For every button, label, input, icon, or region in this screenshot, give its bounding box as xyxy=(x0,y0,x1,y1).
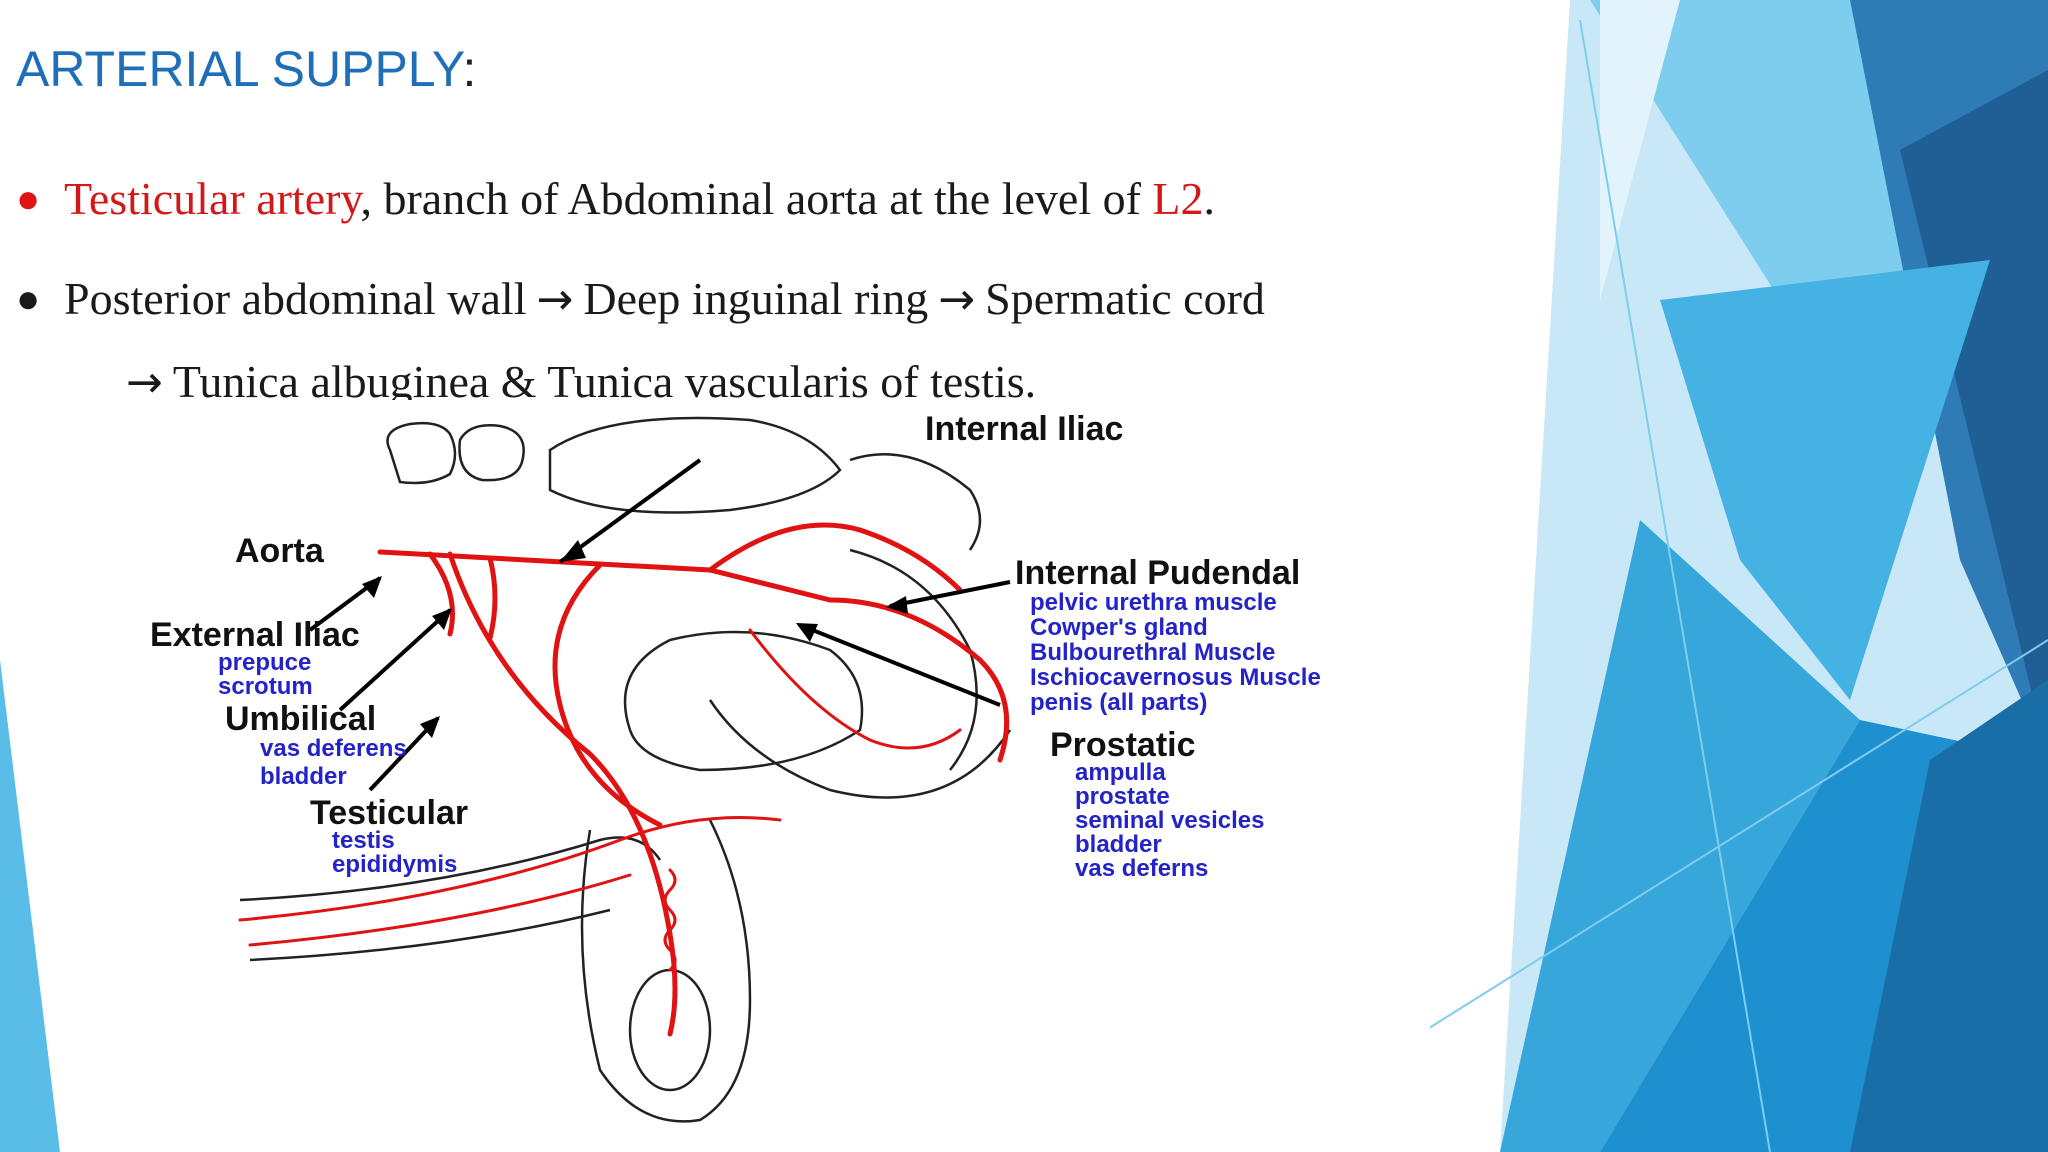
arrowhead xyxy=(796,623,818,642)
bullet-list: ● Testicular artery, branch of Abdominal… xyxy=(16,158,1456,442)
label-external-iliac: External Iliac xyxy=(150,616,360,654)
label-aorta: Aorta xyxy=(235,532,325,570)
path-step: Deep inguinal ring xyxy=(583,273,929,324)
vertebra xyxy=(458,424,525,482)
bullet-dot: ● xyxy=(16,176,41,221)
label-pudendal-sub: pelvic urethra muscle xyxy=(1030,589,1277,616)
path-step: Posterior abdominal wall xyxy=(64,273,527,324)
arterial-supply-diagram: Internal Iliac Aorta Internal Pudendal p… xyxy=(150,400,1430,1140)
label-prostatic-sub: bladder xyxy=(1075,831,1162,858)
penile-artery xyxy=(238,816,782,922)
label-prostatic-sub: ampulla xyxy=(1075,759,1166,786)
label-external-iliac-sub: prepuce xyxy=(218,649,311,676)
slide-title: ARTERIAL SUPPLY: xyxy=(16,41,477,97)
right-arrow-icon: → xyxy=(938,274,976,325)
level-term: L2 xyxy=(1152,173,1204,224)
label-pudendal-sub: penis (all parts) xyxy=(1030,689,1207,716)
diagram-labels: Internal Iliac Aorta Internal Pudendal p… xyxy=(150,410,1321,882)
right-arrow-icon: → xyxy=(126,357,163,408)
urethra xyxy=(708,699,1012,799)
internal-iliac-vessel xyxy=(707,522,963,593)
label-testicular-sub: epididymis xyxy=(332,851,457,878)
arrowhead xyxy=(362,576,382,598)
label-pudendal-sub: Cowper's gland xyxy=(1030,614,1208,641)
label-umbilical-sub: vas deferens xyxy=(260,735,407,762)
diagram-canvas xyxy=(150,400,1430,1140)
sacrum xyxy=(548,416,842,514)
pointer-umbilical xyxy=(338,608,452,712)
arrowhead xyxy=(886,596,908,614)
penis-outline xyxy=(239,836,662,962)
bullet-item: ● Testicular artery, branch of Abdominal… xyxy=(16,158,1456,240)
arrowhead xyxy=(420,716,440,738)
path-step: Tunica albuginea & Tunica vascularis of … xyxy=(172,356,1037,407)
label-testicular: Testicular xyxy=(310,794,468,832)
label-pudendal-sub: Bulbourethral Muscle xyxy=(1030,639,1275,666)
external-iliac-vessel xyxy=(427,551,498,641)
bullet-item: ● Posterior abdominal wall→Deep inguinal… xyxy=(16,258,1456,424)
testicular-artery-term: Testicular artery xyxy=(64,173,361,224)
pointer-internal-iliac xyxy=(558,458,702,564)
label-prostatic-sub: seminal vesicles xyxy=(1075,807,1264,834)
background-facet xyxy=(1600,0,1680,300)
umbilical-vessel xyxy=(552,562,663,828)
label-internal-iliac: Internal Iliac xyxy=(925,410,1123,448)
internal-pudendal-vessel xyxy=(827,597,1010,763)
pampiniform-coil xyxy=(663,868,677,972)
background-facet xyxy=(1850,680,2048,1152)
arrowhead xyxy=(560,540,586,562)
bullet-dot: ● xyxy=(16,276,41,321)
right-arrow-icon: → xyxy=(536,274,574,325)
label-prostatic-sub: vas deferns xyxy=(1075,855,1208,882)
arterial-tree xyxy=(238,522,1010,1037)
label-umbilical-sub: bladder xyxy=(260,763,347,790)
background-line xyxy=(1409,639,2048,1041)
arrowhead xyxy=(432,608,452,630)
background-facet xyxy=(0,660,60,1152)
pointer-prostatic xyxy=(799,623,1001,707)
label-umbilical: Umbilical xyxy=(225,700,376,738)
label-prostatic: Prostatic xyxy=(1050,726,1196,764)
label-testicular-sub: testis xyxy=(332,827,395,854)
vertebra xyxy=(386,421,457,485)
prostatic-vessel xyxy=(748,628,962,750)
background-facet xyxy=(1500,520,1860,1152)
bladder xyxy=(623,630,864,772)
label-pudendal-sub: Ischiocavernosus Muscle xyxy=(1030,664,1321,691)
background-line xyxy=(1579,19,1771,1152)
coccyx xyxy=(849,453,982,551)
path-step: Spermatic cord xyxy=(985,273,1265,324)
background-facet xyxy=(1660,260,1990,700)
pointer-internal-pudendal xyxy=(889,580,1011,608)
label-prostatic-sub: prostate xyxy=(1075,783,1170,810)
bullet-continuation: →Tunica albuginea & Tunica vascularis of… xyxy=(64,341,1456,424)
testicular-vessel xyxy=(447,551,678,1037)
bullet-text: , branch of Abdominal aorta at the level… xyxy=(360,173,1153,224)
bullet-text-end: . xyxy=(1203,173,1216,224)
scrotum-outline xyxy=(580,819,752,1123)
pointer-arrows xyxy=(308,458,1011,792)
background-facet xyxy=(1900,70,2048,760)
label-internal-pudendal: Internal Pudendal xyxy=(1015,554,1300,592)
label-external-iliac-sub: scrotum xyxy=(218,673,313,700)
penile-artery xyxy=(248,873,632,947)
